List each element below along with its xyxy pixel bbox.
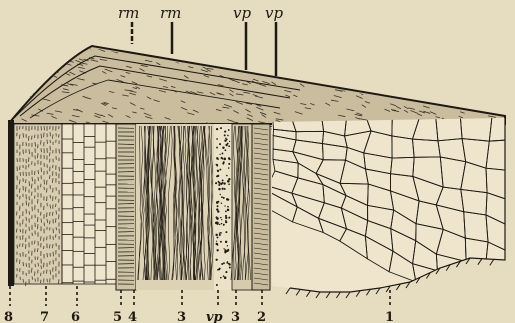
label-bottom-7: 7 [40,310,49,323]
layer-vessel-dots [214,124,232,290]
label-top-rm-1: rm [118,4,139,22]
label-bottom-3b: 3 [231,310,240,323]
layer-fibrous-wood [136,124,214,290]
label-bottom-5: 5 [113,310,122,323]
label-top-rm-2: rm [160,4,181,22]
label-bottom-vp: vp [206,310,223,323]
label-bottom-1: 1 [385,310,394,323]
layer-medullary-ray [116,124,136,290]
label-bottom-4: 4 [128,310,137,323]
label-bottom-8: 8 [4,310,13,323]
label-top-vp-1: vp [233,4,251,22]
label-top-vp-2: vp [265,4,283,22]
label-bottom-2: 2 [257,310,266,323]
label-bottom-6: 6 [71,310,80,323]
outer-edge [8,120,14,286]
layer-outer-cortex [14,124,62,286]
layer-inner-fibres [231,124,270,290]
label-bottom-3a: 3 [177,310,186,323]
layer-brick-cells [62,124,116,284]
